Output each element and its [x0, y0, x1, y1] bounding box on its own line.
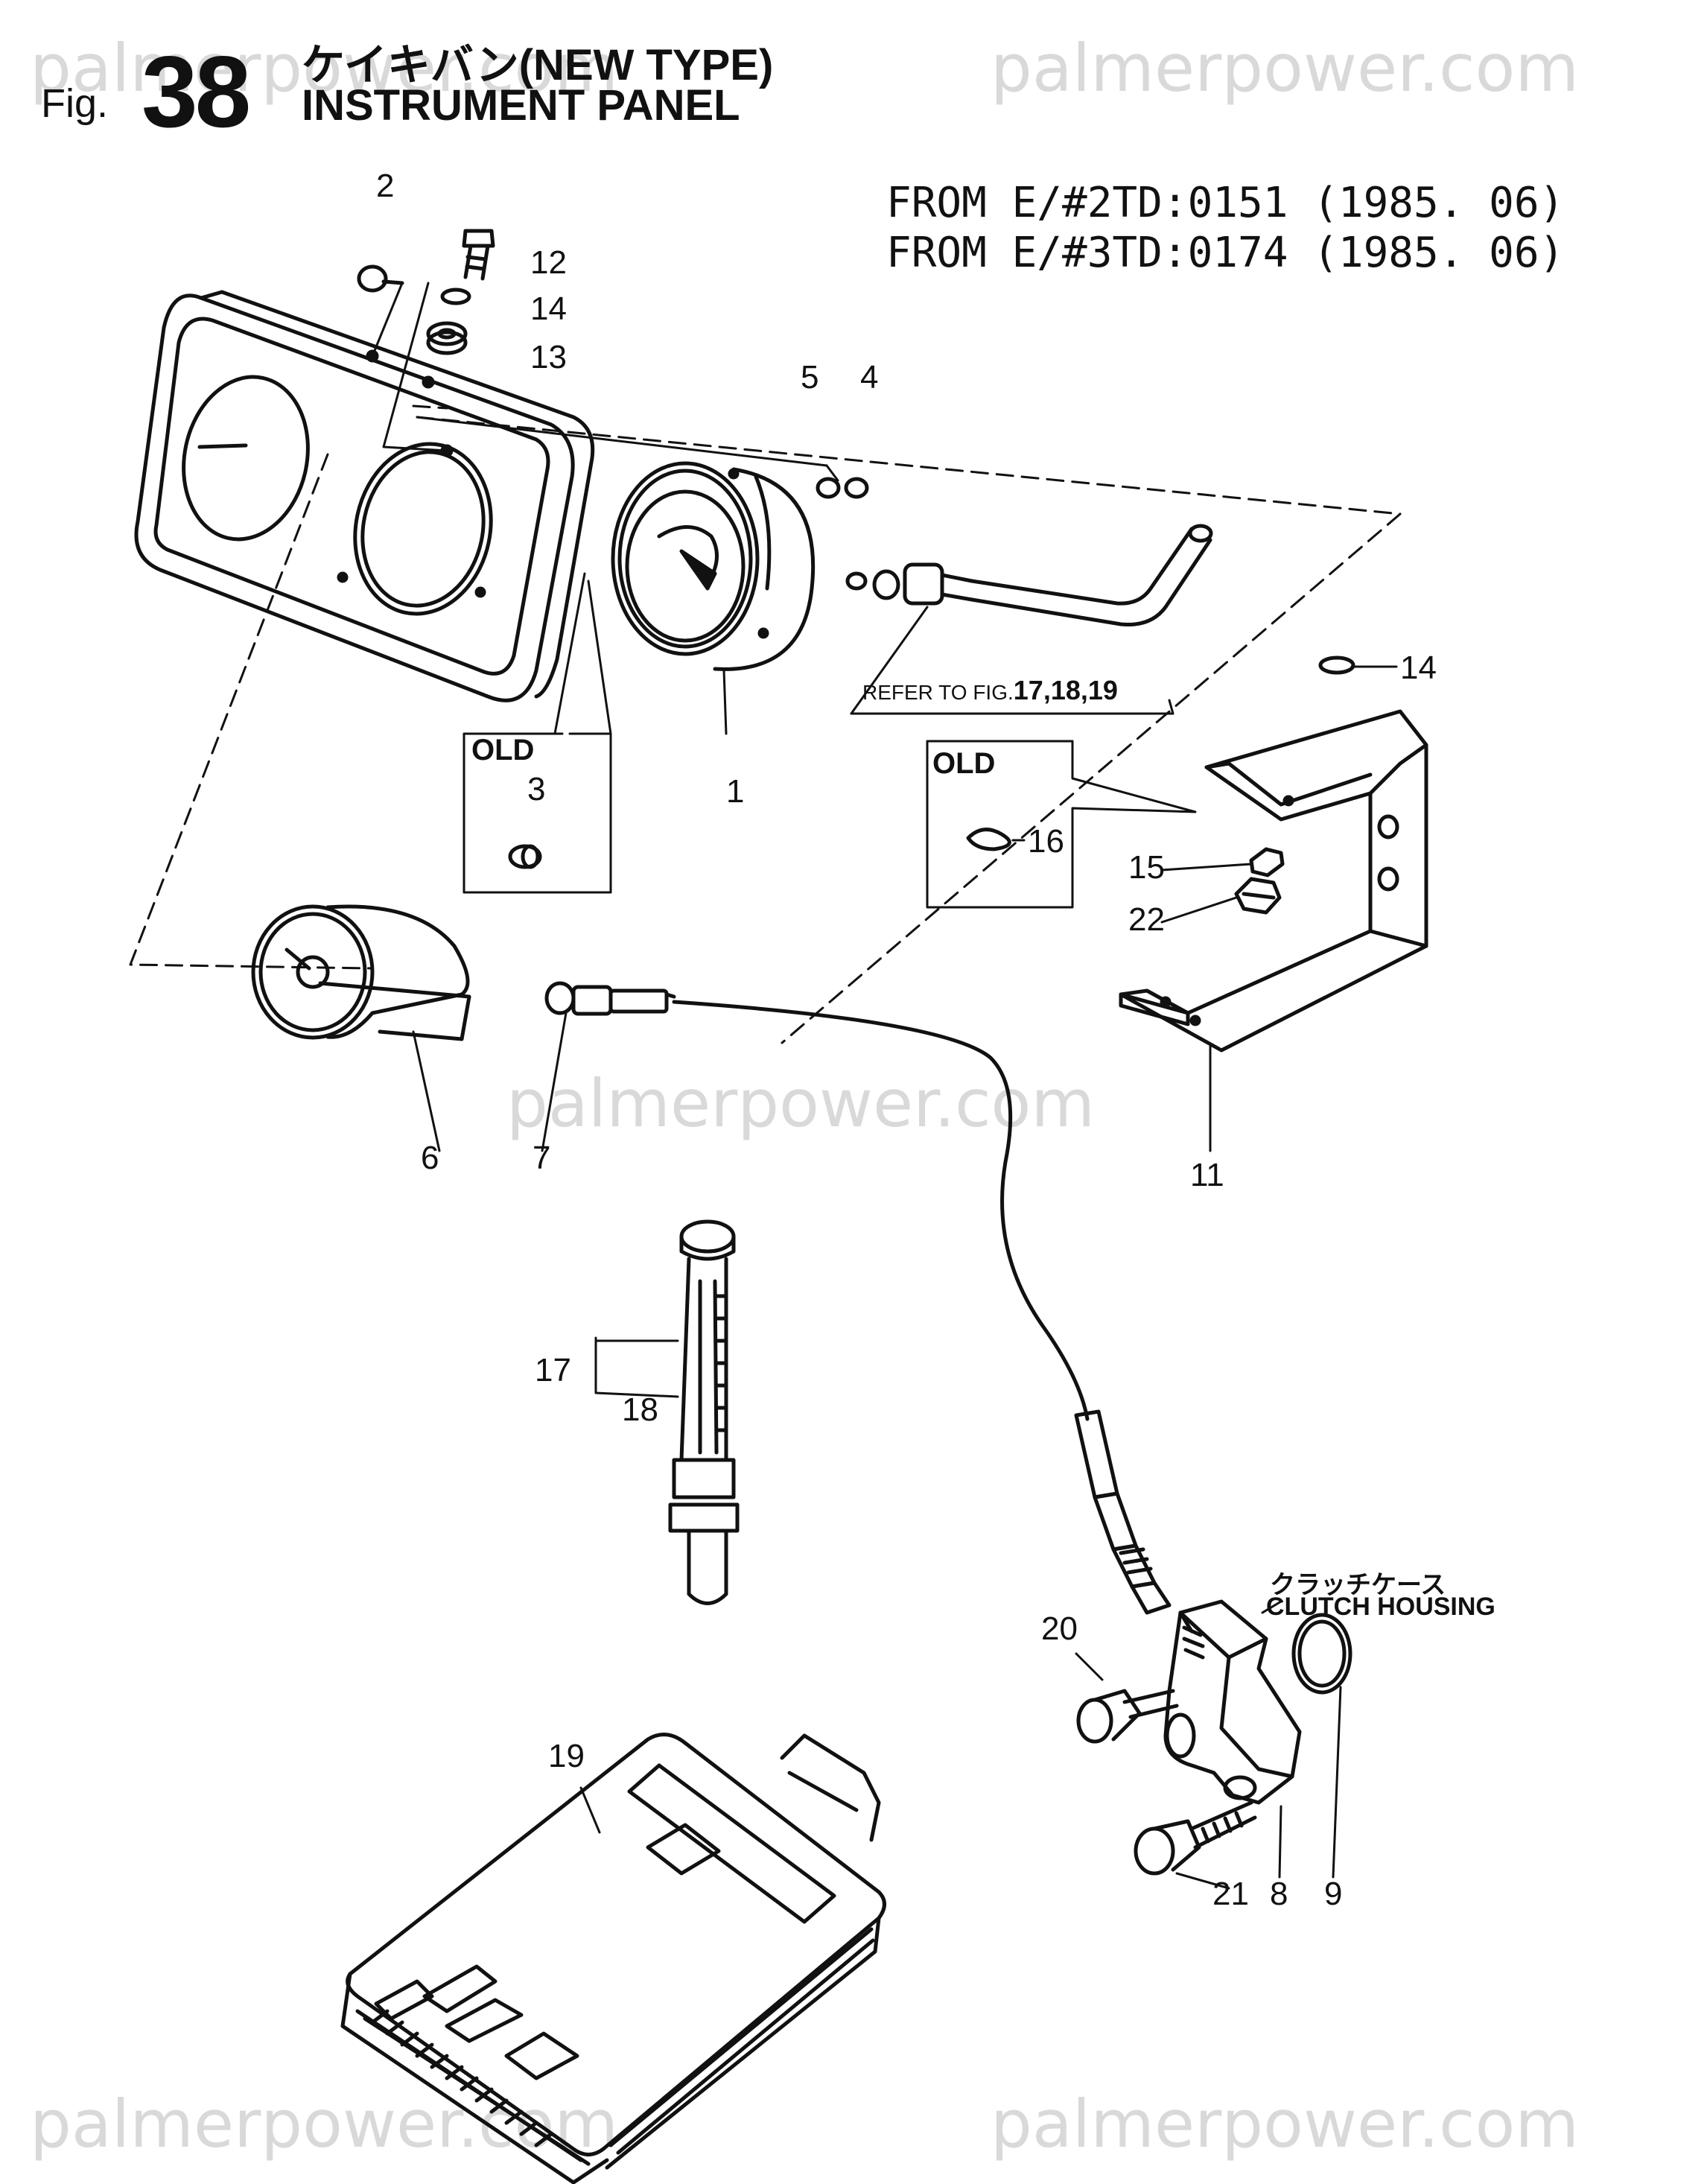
refer-note: REFER TO FIG.17,18,19	[862, 675, 1118, 706]
clip-16	[966, 828, 1011, 851]
figure-word: Fig.	[41, 81, 109, 126]
callout-1: 1	[726, 773, 745, 810]
cable-connector-7	[541, 981, 676, 1152]
clutch-housing-8	[1163, 1599, 1302, 1805]
callout-19: 19	[548, 1738, 585, 1774]
nut-22	[1234, 877, 1282, 915]
clutch-housing-jp: クラッチケース	[1270, 1571, 1446, 1599]
thermometer-17	[668, 1219, 740, 1605]
knob-2	[357, 264, 404, 293]
callout-4: 4	[860, 359, 879, 396]
title-japanese: ケイキバン(NEW TYPE)	[302, 41, 774, 89]
o-ring-9	[1291, 1613, 1352, 1695]
pipe-fitting	[845, 524, 1213, 627]
speed-cable	[672, 1000, 1090, 1421]
callout-14-top: 14	[530, 291, 567, 327]
old-label-right: OLD	[932, 747, 996, 780]
watermark-top-left: palmerpower.com	[30, 30, 619, 107]
serial-line-1: FROM E/#2TD:0151 (1985. 06)	[886, 179, 1565, 227]
watermark-center: palmerpower.com	[506, 1065, 1096, 1142]
gauge-1	[611, 461, 816, 671]
callout-22: 22	[1128, 901, 1165, 938]
callout-17: 17	[535, 1352, 571, 1388]
callout-11: 11	[1190, 1157, 1224, 1193]
watermark-bottom-right: palmerpower.com	[991, 2086, 1580, 2162]
callout-18: 18	[622, 1391, 658, 1428]
screw-12	[462, 229, 495, 281]
callout-13: 13	[530, 339, 567, 375]
cable-end	[1074, 1409, 1172, 1615]
callout-21: 21	[1212, 1876, 1249, 1912]
callout-3: 3	[527, 771, 546, 807]
figure-number: 38	[142, 35, 251, 148]
serial-line-2: FROM E/#3TD:0174 (1985. 06)	[886, 229, 1565, 277]
callout-16: 16	[1028, 823, 1064, 860]
spacer-3	[508, 844, 542, 869]
callout-15: 15	[1128, 849, 1165, 886]
watermark-bottom-left: palmerpower.com	[30, 2086, 619, 2162]
washer-14-top	[440, 288, 471, 305]
gauge-6	[251, 904, 471, 1152]
callout-5: 5	[801, 359, 819, 396]
callout-9: 9	[1324, 1876, 1343, 1912]
title-english: INSTRUMENT PANEL	[302, 81, 740, 130]
refer-prefix: REFER TO FIG.	[862, 681, 1014, 704]
instrument-panel-housing	[134, 290, 595, 702]
nut-15	[1249, 847, 1285, 877]
grommet-13	[426, 321, 468, 355]
callout-2: 2	[376, 168, 395, 204]
refer-figures: 17,18,19	[1013, 675, 1118, 705]
callout-12: 12	[530, 244, 567, 281]
bracket-11	[1119, 709, 1428, 1053]
callout-6: 6	[421, 1140, 439, 1176]
nut-5	[816, 477, 841, 499]
callout-14-bracket: 14	[1400, 650, 1437, 686]
watermark-top-right: palmerpower.com	[991, 30, 1580, 107]
old-label-left: OLD	[471, 734, 535, 766]
washer-14-bracket	[1318, 655, 1355, 675]
callout-20: 20	[1041, 1610, 1078, 1647]
clutch-housing-en: CLUTCH HOUSING	[1266, 1593, 1495, 1621]
callout-8: 8	[1270, 1876, 1288, 1912]
tachometer-19	[340, 1733, 886, 2184]
callout-7: 7	[533, 1140, 551, 1176]
bolt-20	[1075, 1652, 1179, 1744]
nut-4	[844, 477, 869, 499]
bolt-21	[1134, 1800, 1257, 1890]
